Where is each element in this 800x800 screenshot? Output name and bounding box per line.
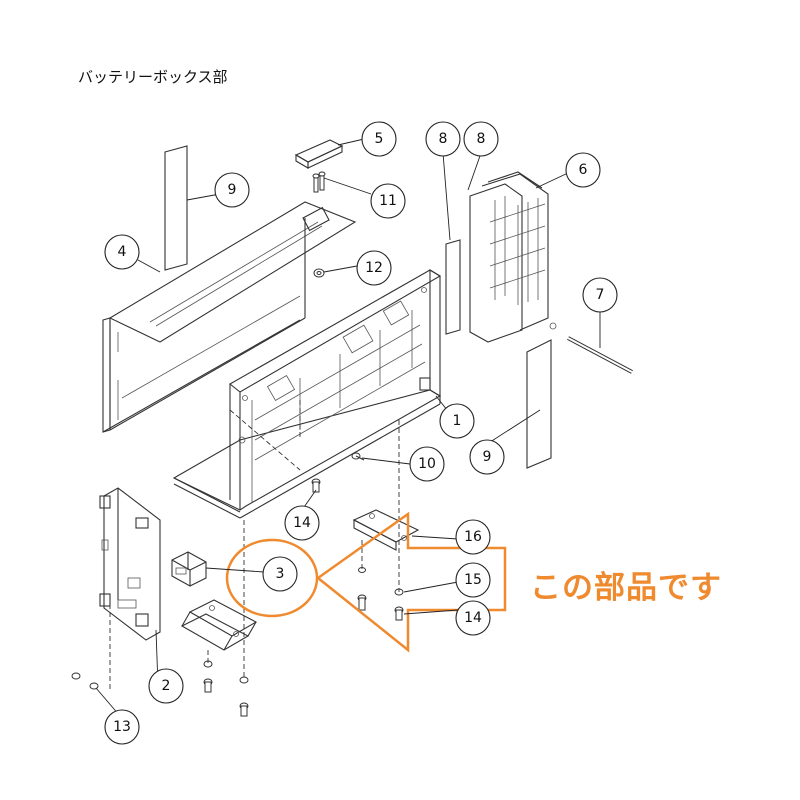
callout-8-right: 8 <box>463 121 499 157</box>
svg-text:14: 14 <box>464 610 482 626</box>
callout-1: 1 <box>439 403 475 439</box>
svg-text:5: 5 <box>375 131 384 147</box>
bracket-lower <box>180 599 258 651</box>
part-1-main-frame <box>172 269 442 519</box>
svg-text:9: 9 <box>483 449 492 465</box>
svg-text:11: 11 <box>379 193 397 209</box>
part-14-screw-upper <box>311 478 321 493</box>
callout-8-left: 8 <box>425 121 461 157</box>
svg-text:1: 1 <box>453 413 462 429</box>
assembly-dashed-lines <box>109 400 400 690</box>
svg-text:8: 8 <box>477 131 486 147</box>
callout-2: 2 <box>148 668 184 704</box>
part-6-filter <box>469 171 557 343</box>
callout-4: 4 <box>104 234 140 270</box>
svg-text:12: 12 <box>365 260 383 276</box>
svg-text:4: 4 <box>118 244 127 260</box>
svg-text:10: 10 <box>418 456 436 472</box>
callout-13: 13 <box>104 709 140 745</box>
callout-14-lower: 14 <box>455 600 491 636</box>
callout-3: 3 <box>262 556 298 592</box>
svg-text:15: 15 <box>464 572 482 588</box>
callout-10: 10 <box>409 446 445 482</box>
part-9-pad-right <box>526 339 552 469</box>
screws-lower <box>71 567 404 717</box>
part-11-pins <box>312 171 326 193</box>
part-3-connector <box>171 551 207 587</box>
page-title: バッテリーボックス部 <box>78 68 228 86</box>
leader-lines <box>95 138 601 717</box>
svg-text:7: 7 <box>596 287 605 303</box>
part-4-cover <box>102 201 357 433</box>
svg-text:8: 8 <box>439 131 448 147</box>
part-9-pad-top <box>164 145 188 271</box>
callout-15: 15 <box>455 562 491 598</box>
part-8-pad <box>445 239 461 335</box>
part-5-block <box>294 139 344 169</box>
callout-14-upper: 14 <box>284 505 320 541</box>
callout-11: 11 <box>370 183 406 219</box>
callout-9-top: 9 <box>214 172 250 208</box>
part-2-side-plate <box>99 487 161 641</box>
part-12-nut <box>313 268 325 278</box>
svg-text:16: 16 <box>464 529 482 545</box>
svg-text:3: 3 <box>276 566 285 582</box>
callout-16: 16 <box>455 519 491 555</box>
callout-12: 12 <box>356 250 392 286</box>
svg-text:6: 6 <box>579 162 588 178</box>
callout-9-right: 9 <box>469 439 505 475</box>
part-10-screw <box>351 452 365 461</box>
svg-text:2: 2 <box>162 678 171 694</box>
part-16-bracket <box>352 509 420 551</box>
callout-7: 7 <box>582 277 618 313</box>
callout-5: 5 <box>361 121 397 157</box>
svg-text:14: 14 <box>293 515 311 531</box>
callout-6: 6 <box>565 152 601 188</box>
highlight-arrow <box>315 511 507 653</box>
svg-text:13: 13 <box>113 719 131 735</box>
highlight-note: この部品です <box>530 570 722 606</box>
svg-text:9: 9 <box>228 182 237 198</box>
